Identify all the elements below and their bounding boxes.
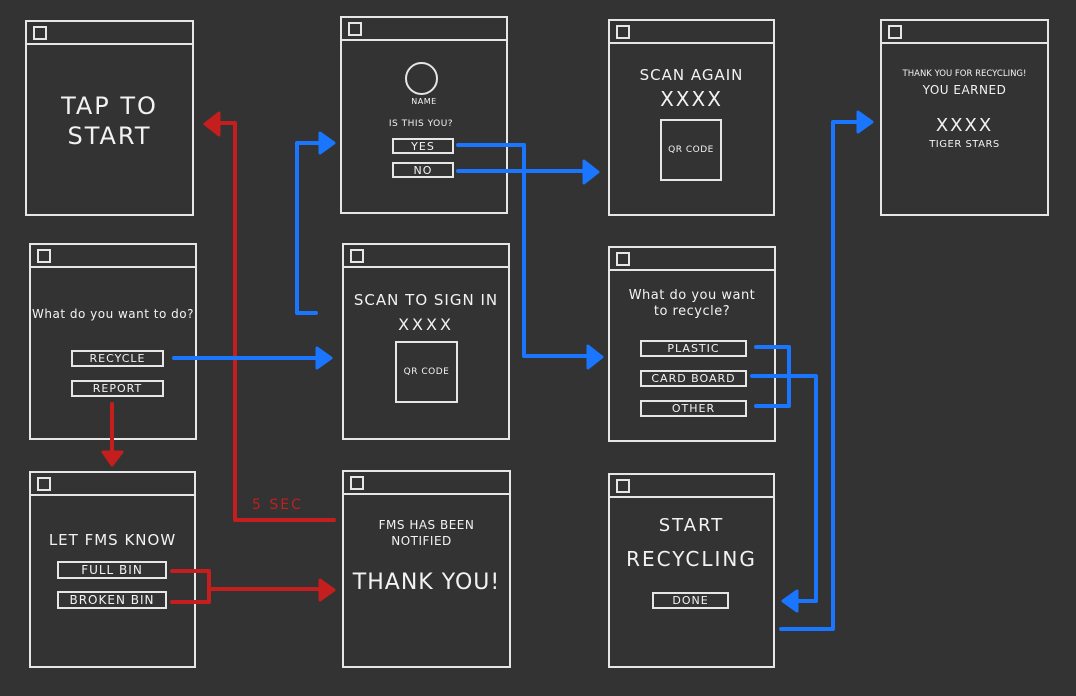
scan-again-code: XXXX: [660, 87, 723, 111]
scan-again-title: SCAN AGAIN: [639, 66, 744, 84]
tap-to-start-line1: TAP TO: [61, 92, 158, 120]
screen-thank-you-recycling: THANK YOU FOR RECYCLING! YOU EARNED XXXX…: [880, 19, 1049, 216]
window-icon: [37, 249, 51, 263]
window-icon: [33, 26, 47, 40]
window-titlebar: [610, 21, 773, 44]
notified-line2: NOTIFIED: [391, 534, 452, 548]
window-icon: [616, 252, 630, 266]
arrow-materials-to-start: [750, 345, 818, 603]
no-button[interactable]: NO: [392, 162, 454, 178]
arrowhead-materials-to-start: [781, 589, 799, 613]
earned-amount: XXXX: [935, 115, 994, 136]
thank-you-text: THANK YOU!: [352, 570, 501, 595]
scan-sign-in-title: SCAN TO SIGN IN: [353, 291, 499, 309]
window-icon: [888, 25, 902, 39]
broken-bin-button[interactable]: BROKEN BIN: [57, 591, 167, 609]
window-icon: [350, 476, 364, 490]
thank-you-line1: THANK YOU FOR RECYCLING!: [902, 69, 1027, 79]
arrowhead-bins-to-notified: [318, 578, 336, 602]
window-titlebar: [344, 245, 508, 268]
start-recycling-line1: START: [658, 515, 725, 536]
is-this-you-question: IS THIS YOU?: [388, 119, 454, 129]
other-button[interactable]: OTHER: [640, 400, 747, 417]
window-titlebar: [610, 248, 774, 271]
screen-fms-notified: FMS HAS BEEN NOTIFIED THANK YOU!: [342, 470, 511, 668]
window-titlebar: [342, 18, 506, 41]
arrowhead-scan-to-identity: [318, 131, 336, 155]
qr-code: QR CODE: [395, 341, 458, 403]
arrow-done-to-thanks: [779, 120, 862, 631]
recycle-question-line1: What do you want: [628, 288, 756, 303]
timeout-label: 5 SEC: [252, 497, 303, 513]
window-icon: [37, 477, 51, 491]
window-titlebar: [31, 245, 195, 268]
arrowhead-timeout-to-start: [203, 111, 221, 137]
qr-code: QR CODE: [660, 119, 722, 181]
window-icon: [348, 22, 362, 36]
arrowhead-recycle-to-scan: [315, 346, 333, 370]
report-button[interactable]: REPORT: [71, 380, 164, 397]
arrowhead-yes-to-recycle: [586, 344, 604, 370]
thank-you-line2: YOU EARNED: [922, 83, 1007, 97]
fms-title: LET FMS KNOW: [48, 531, 177, 549]
tap-to-start-line2: START: [67, 122, 152, 150]
window-titlebar: [31, 473, 194, 496]
arrow-scan-to-identity: [295, 141, 324, 315]
window-titlebar: [27, 22, 192, 45]
window-icon: [616, 25, 630, 39]
yes-button[interactable]: YES: [392, 138, 454, 154]
screen-start-recycling: START RECYCLING DONE: [608, 473, 775, 668]
plastic-button[interactable]: PLASTIC: [640, 340, 747, 357]
arrowhead-report-to-fms: [101, 450, 124, 467]
screen-what-to-recycle: What do you want to recycle? PLASTIC CAR…: [608, 246, 776, 442]
window-titlebar: [882, 21, 1047, 44]
avatar: [405, 62, 438, 95]
arrowhead-no-to-scan-again: [582, 159, 600, 185]
arrow-bins-to-notified: [170, 569, 324, 604]
screen-scan-again: SCAN AGAIN XXXX QR CODE: [608, 19, 775, 216]
arrow-timeout-to-start: [213, 121, 336, 522]
earned-unit: TIGER STARS: [929, 139, 1000, 150]
qr-code-label: QR CODE: [668, 145, 714, 155]
cardboard-button[interactable]: CARD BOARD: [640, 370, 747, 387]
notified-line1: FMS HAS BEEN: [378, 518, 475, 532]
screen-tap-to-start[interactable]: TAP TO START: [25, 20, 194, 216]
arrow-yes-to-recycle: [456, 143, 592, 358]
window-titlebar: [610, 475, 773, 498]
window-icon: [616, 479, 630, 493]
full-bin-button[interactable]: FULL BIN: [57, 561, 167, 579]
recycle-question-line2: to recycle?: [653, 304, 731, 319]
sign-in-code: XXXX: [398, 315, 454, 334]
name-label: NAME: [411, 97, 437, 106]
start-recycling-line2: RECYCLING: [626, 547, 757, 571]
window-titlebar: [344, 472, 509, 495]
window-icon: [350, 249, 364, 263]
screen-scan-to-sign-in: SCAN TO SIGN IN XXXX QR CODE: [342, 243, 510, 440]
screen-is-this-you: NAME IS THIS YOU? YES NO: [340, 16, 508, 214]
what-do-question: What do you want to do?: [32, 307, 194, 321]
arrowhead-done-to-thanks: [856, 110, 874, 134]
qr-code-label: QR CODE: [403, 367, 450, 377]
recycle-button[interactable]: RECYCLE: [71, 350, 164, 367]
done-button[interactable]: DONE: [652, 592, 729, 609]
